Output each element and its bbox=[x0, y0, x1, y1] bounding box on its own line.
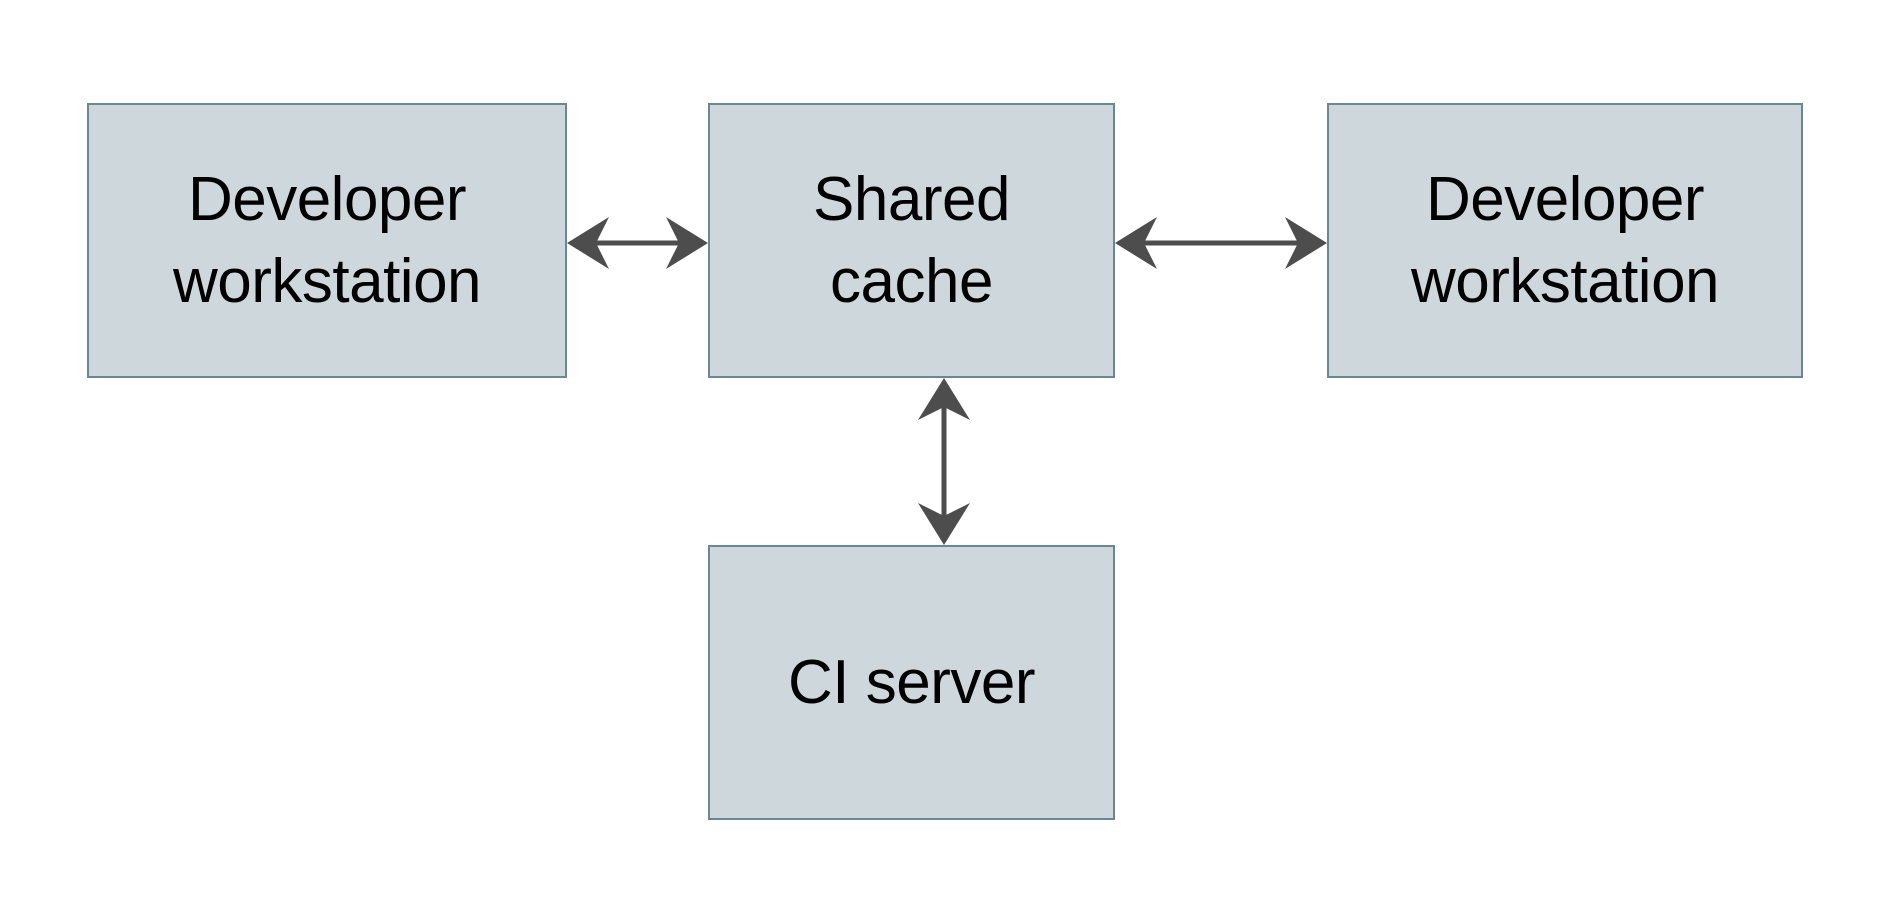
node-label: Shared cache bbox=[813, 164, 1010, 316]
edge-shared-cache-to-ci-server[interactable] bbox=[914, 348, 974, 575]
node-developer-workstation-left[interactable]: Developer workstation bbox=[87, 103, 567, 378]
node-label: Developer workstation bbox=[172, 164, 482, 316]
node-shared-cache[interactable]: Shared cache bbox=[708, 103, 1115, 378]
node-label: Developer workstation bbox=[1410, 164, 1720, 316]
node-label: CI server bbox=[788, 647, 1035, 717]
edge-developer-left-to-shared-cache[interactable] bbox=[537, 213, 738, 273]
node-developer-workstation-right[interactable]: Developer workstation bbox=[1327, 103, 1803, 378]
node-ci-server[interactable]: CI server bbox=[708, 545, 1115, 820]
edge-shared-cache-to-developer-right[interactable] bbox=[1085, 213, 1357, 273]
